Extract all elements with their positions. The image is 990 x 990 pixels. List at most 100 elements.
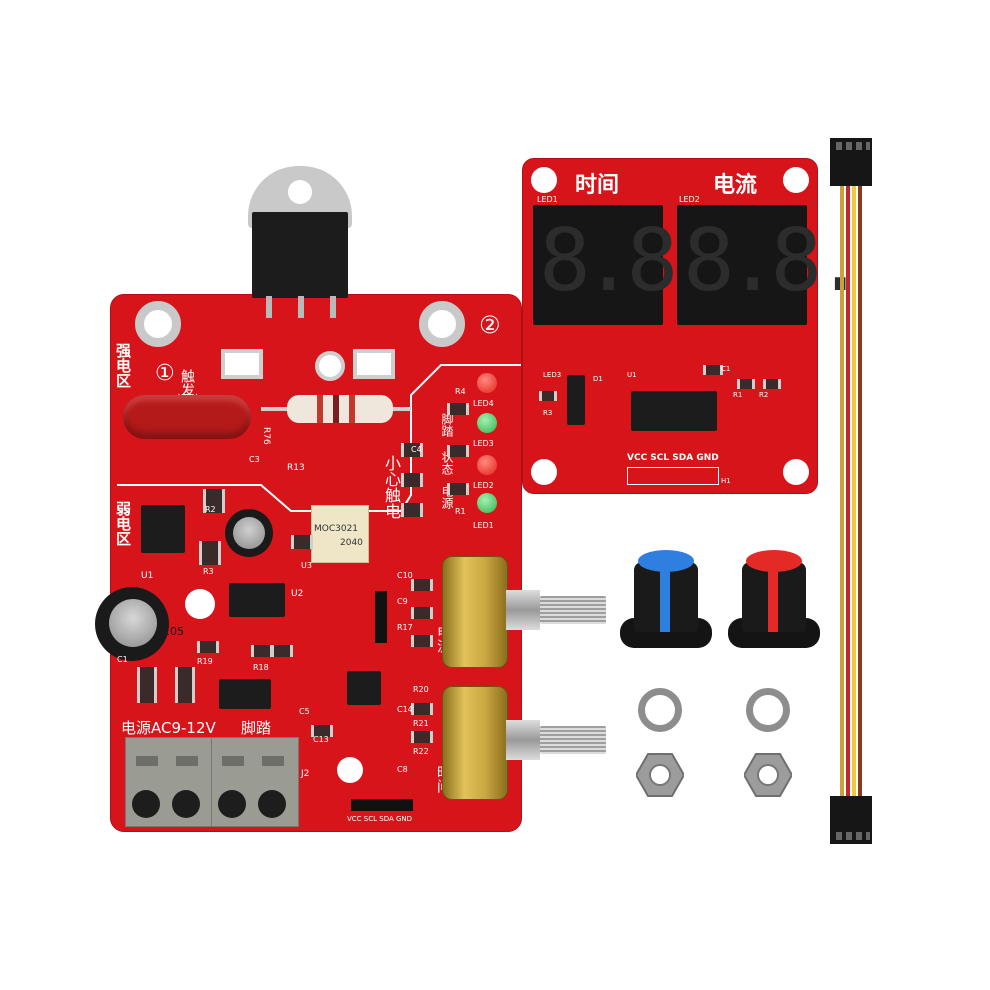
ic-u1 bbox=[631, 391, 717, 431]
label-r22: R22 bbox=[413, 747, 429, 756]
display-title-current: 电流 bbox=[713, 173, 758, 198]
smd-part bbox=[539, 391, 557, 401]
led-1 bbox=[477, 493, 497, 513]
label-c8: C8 bbox=[397, 765, 408, 774]
diode-d1 bbox=[567, 375, 585, 425]
knob-blue bbox=[620, 548, 712, 650]
label-r17: R17 bbox=[397, 623, 413, 632]
potentiometer-time bbox=[442, 686, 508, 800]
label-led1: LED1 bbox=[473, 521, 494, 530]
mounting-hole bbox=[531, 459, 557, 485]
mounting-hole bbox=[337, 757, 363, 783]
label-c1: C1 bbox=[721, 365, 731, 373]
label-r76: R76 bbox=[261, 427, 271, 445]
label-status: 状态 bbox=[440, 451, 454, 475]
label-r21: R21 bbox=[413, 719, 429, 728]
label-led2: LED2 bbox=[679, 195, 700, 204]
display-board: 时间 电流 LED1 LED2 8.8. 8.8. LED3 R3 D1 U1 … bbox=[522, 158, 866, 494]
mounting-hole bbox=[185, 589, 215, 619]
ic-opto2 bbox=[219, 679, 271, 709]
label-foot-led: 脚踏 bbox=[440, 413, 454, 437]
mounting-hole bbox=[419, 301, 465, 347]
hex-nut bbox=[744, 753, 792, 797]
display-title-time: 时间 bbox=[575, 173, 620, 198]
smd-part bbox=[763, 379, 781, 389]
terminal-block-power bbox=[125, 737, 213, 827]
label-led3: LED3 bbox=[543, 371, 562, 379]
smd-part bbox=[199, 541, 221, 565]
label-d1: D1 bbox=[593, 375, 603, 383]
smd-part bbox=[203, 489, 225, 513]
label-r4: R4 bbox=[455, 387, 466, 396]
smd-part bbox=[411, 731, 433, 743]
seven-segment-left: 8.8. bbox=[533, 205, 722, 325]
label-c14: C14 bbox=[397, 705, 413, 714]
label-c10: C10 bbox=[397, 571, 413, 580]
smd-part bbox=[251, 645, 273, 657]
label-c5: C5 bbox=[299, 707, 310, 716]
label-trigger: 触发 bbox=[179, 369, 195, 397]
label-c4: C4 bbox=[411, 445, 422, 454]
label-u1: U1 bbox=[141, 571, 154, 581]
led-3 bbox=[477, 413, 497, 433]
label-weak-zone: 弱电区 bbox=[114, 501, 132, 546]
smd-part bbox=[411, 635, 433, 647]
regulator-chip bbox=[141, 505, 185, 553]
mounting-hole bbox=[135, 301, 181, 347]
marker-two: ② bbox=[479, 311, 501, 339]
label-careful-electric: 小心触电 bbox=[382, 455, 401, 519]
label-c13: C13 bbox=[313, 735, 329, 744]
slot bbox=[353, 349, 395, 379]
thyristor-body bbox=[252, 212, 348, 298]
smd-part bbox=[401, 503, 423, 517]
smd-part bbox=[401, 443, 423, 457]
label-u2: U2 bbox=[291, 589, 304, 599]
smd-part bbox=[401, 473, 423, 487]
cable-wires bbox=[840, 186, 864, 796]
smd-part bbox=[291, 535, 313, 549]
optocoupler-text: MOC3021 bbox=[314, 524, 359, 534]
seven-segment-right: 8.8. bbox=[677, 205, 866, 325]
label-r19: R19 bbox=[197, 657, 213, 666]
label-r2: R2 bbox=[759, 391, 769, 399]
smd-part bbox=[447, 483, 469, 495]
led-4 bbox=[477, 373, 497, 393]
label-u1: U1 bbox=[627, 371, 637, 379]
smd-part bbox=[447, 445, 469, 457]
washer bbox=[746, 688, 790, 732]
smd-part bbox=[271, 645, 293, 657]
ic-mcu bbox=[347, 671, 381, 705]
label-r3: R3 bbox=[543, 409, 553, 417]
smd-part bbox=[703, 365, 723, 375]
digits-right: 8.8. bbox=[683, 211, 866, 311]
pot-shaft bbox=[540, 596, 606, 624]
display-pins-label: VCC SCL SDA GND bbox=[627, 453, 719, 463]
slot bbox=[221, 349, 263, 379]
mounting-hole bbox=[783, 167, 809, 193]
marker-one: ① bbox=[155, 361, 175, 386]
fuse bbox=[123, 395, 251, 439]
smd-part bbox=[447, 403, 469, 415]
smd-part bbox=[411, 579, 433, 591]
header-bottom bbox=[351, 799, 413, 811]
pot-shaft bbox=[540, 726, 606, 754]
label-r1: R1 bbox=[733, 391, 743, 399]
label-r3: R3 bbox=[203, 567, 214, 576]
label-r18: R18 bbox=[253, 663, 269, 672]
mounting-hole bbox=[531, 167, 557, 193]
label-u3: U3 bbox=[301, 561, 312, 570]
label-c9: C9 bbox=[397, 597, 408, 606]
slot bbox=[315, 351, 345, 381]
label-r20: R20 bbox=[413, 685, 429, 694]
label-led2: LED2 bbox=[473, 481, 494, 490]
label-strong-zone: 强电区 bbox=[114, 343, 132, 388]
label-led1: LED1 bbox=[537, 195, 558, 204]
label-j2: J2 bbox=[301, 769, 310, 779]
label-led3: LED3 bbox=[473, 439, 494, 448]
hex-nut bbox=[636, 753, 684, 797]
label-c3: C3 bbox=[249, 455, 260, 464]
header-vertical bbox=[375, 591, 387, 643]
label-header-pins: VCC SCL SDA GND bbox=[347, 815, 413, 823]
thyristor-hole bbox=[288, 180, 312, 204]
label-r13: R13 bbox=[287, 463, 305, 473]
